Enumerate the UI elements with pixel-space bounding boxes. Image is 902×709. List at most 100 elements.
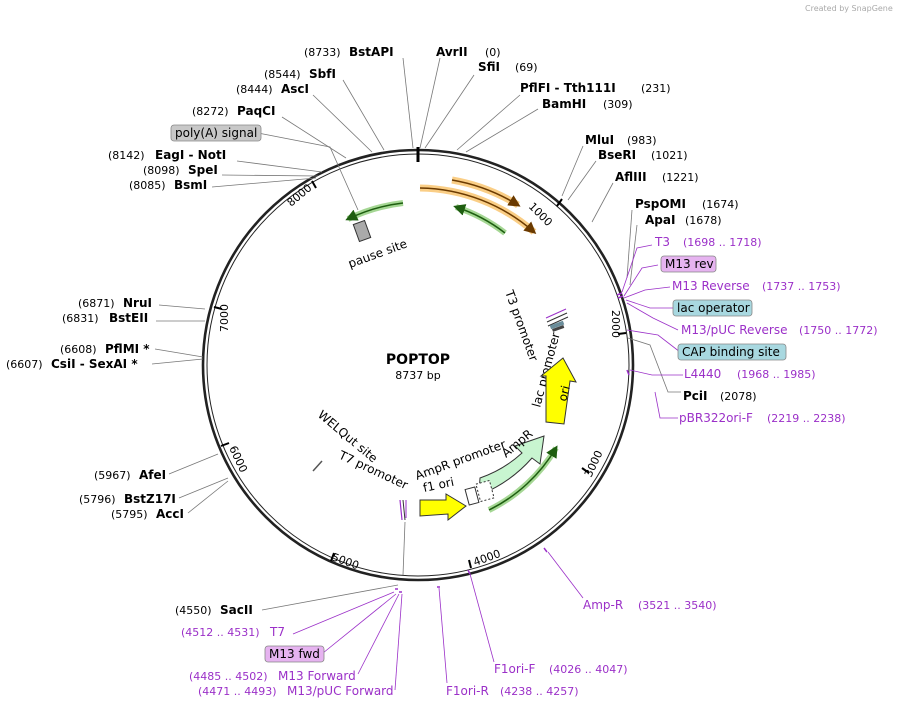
- site-afei-pos: (5967): [94, 469, 131, 482]
- site-bsteii-pos: (6831): [62, 312, 99, 325]
- primer-l4440-name: L4440: [684, 367, 721, 381]
- site-avrii-pos: (0): [485, 46, 501, 59]
- site-apai-name: ApaI: [645, 213, 675, 227]
- site-afei-name: AfeI: [139, 468, 166, 482]
- credit-text: Created by SnapGene: [805, 4, 893, 13]
- site-pflfi-pos: (231): [641, 82, 671, 95]
- tick-label-2000: 2000: [609, 310, 622, 338]
- site-acci-name: AccI: [156, 507, 184, 521]
- site-paqci-name: PaqCI: [237, 104, 275, 118]
- plasmid-name: POPTOP: [386, 352, 450, 368]
- site-bamhi-name: BamHI: [542, 97, 586, 111]
- restriction-sites: (8733) BstAPI AvrII (0) SfiI (69) (8544)…: [6, 45, 757, 617]
- plasmid-length: 8737 bp: [395, 369, 440, 382]
- site-sbfi-pos: (8544): [264, 68, 301, 81]
- promoter-cluster: [545, 308, 569, 332]
- site-afliii-pos: (1221): [662, 171, 699, 184]
- t3-promoter-label: T3 promoter: [502, 287, 541, 363]
- primer-m13rev-name: M13 Reverse: [672, 279, 750, 293]
- primer-ampr-range: (3521 .. 3540): [638, 599, 717, 612]
- site-sfii-name: SfiI: [478, 60, 500, 74]
- primer-t7-name: T7: [269, 625, 285, 639]
- site-asci-pos: (8444): [236, 83, 273, 96]
- primer-m13pucrev-name: M13/pUC Reverse: [681, 323, 788, 337]
- welqut-mark: [312, 460, 323, 472]
- polya-box: [170, 124, 262, 142]
- primer-m13rev-range: (1737 .. 1753): [762, 280, 841, 293]
- site-afliii-name: AflIII: [615, 170, 647, 184]
- primer-marks: [395, 292, 630, 593]
- primer-f1orif-range: (4026 .. 4047): [549, 663, 628, 676]
- t7-cluster: [399, 499, 407, 521]
- site-pcii-name: PciI: [683, 389, 708, 403]
- primer-t7-range: (4512 .. 4531): [181, 626, 260, 639]
- site-asci-name: AscI: [281, 82, 309, 96]
- site-bstz17i-name: BstZ17I: [124, 492, 176, 506]
- tick-label-5000: 5000: [330, 551, 361, 573]
- site-bstapi-pos: (8733): [304, 46, 341, 59]
- f1-ori-arrow: [419, 493, 467, 522]
- polya-label: poly(A) signal: [175, 126, 257, 140]
- m13fwd-box: [264, 645, 325, 663]
- site-pspomi-pos: (1674): [702, 198, 739, 211]
- pause-site-label: pause site: [346, 237, 409, 271]
- primer-labels: T3 (1698 .. 1718) M13 Reverse (1737 .. 1…: [181, 235, 878, 698]
- primer-m13pucrev-range: (1750 .. 1772): [799, 324, 878, 337]
- ampr-promoter-box: [464, 486, 480, 506]
- primer-l4440-range: (1968 .. 1985): [737, 368, 816, 381]
- site-eagi-name: EagI - NotI: [155, 148, 226, 162]
- site-bsteii-name: BstEII: [109, 311, 148, 325]
- site-nrui-pos: (6871): [78, 297, 115, 310]
- pause-site-block: [352, 219, 372, 243]
- ampr-promoter-small: [475, 479, 495, 503]
- site-spei-name: SpeI: [188, 163, 218, 177]
- ampr-green-arrow: [488, 445, 558, 511]
- primer-m13fwd-range: (4485 .. 4502): [189, 670, 268, 683]
- primer-m13fwd-name: M13 Forward: [278, 669, 356, 683]
- site-sfii-pos: (69): [515, 61, 538, 74]
- site-bsmi-pos: (8085): [129, 179, 166, 192]
- site-avrii-name: AvrII: [436, 45, 468, 59]
- site-apai-pos: (1678): [685, 214, 722, 227]
- site-bsmi-name: BsmI: [174, 178, 207, 192]
- cap-label: CAP binding site: [682, 345, 780, 359]
- site-leaders: [151, 57, 681, 611]
- primer-m13pucfwd-name: M13/pUC Forward: [287, 684, 394, 698]
- site-pcii-pos: (2078): [720, 390, 757, 403]
- site-paqci-pos: (8272): [192, 105, 229, 118]
- lacop-box: [672, 299, 753, 317]
- site-bseri-pos: (1021): [651, 149, 688, 162]
- primer-leaders: [292, 244, 683, 691]
- site-csii-name: CsiI - SexAI *: [51, 357, 138, 371]
- site-csii-pos: (6607): [6, 358, 43, 371]
- site-acci-pos: (5795): [111, 508, 148, 521]
- m13rev-label: M13 rev: [665, 257, 714, 271]
- site-bamhi-pos: (309): [603, 98, 633, 111]
- primer-pbr322-name: pBR322ori-F: [679, 411, 753, 425]
- ampr-arrow: [478, 435, 545, 495]
- orange-feature-outer: [419, 187, 537, 234]
- f1-ori-label: f1 ori: [422, 475, 456, 495]
- site-pflfi-name: PflFI - Tth111I: [520, 81, 616, 95]
- m13fwd-label: M13 fwd: [269, 647, 320, 661]
- primer-t3-range: (1698 .. 1718): [683, 236, 762, 249]
- site-sbfi-name: SbfI: [309, 67, 336, 81]
- primer-ampr-name: Amp-R: [583, 598, 623, 612]
- tick-label-7000: 7000: [218, 304, 231, 332]
- primer-f1orir-range: (4238 .. 4257): [500, 685, 579, 698]
- site-bstz17i-pos: (5796): [79, 493, 116, 506]
- site-mlui-pos: (983): [627, 134, 657, 147]
- orange-feature-inner: [451, 179, 521, 207]
- lacop-label: lac operator: [677, 301, 750, 315]
- ori-label: ori: [555, 384, 573, 403]
- ori-arrow: [539, 357, 577, 425]
- site-nrui-name: NruI: [123, 296, 152, 310]
- primer-f1orir-name: F1ori-R: [446, 684, 489, 698]
- green-feature-top: [453, 204, 506, 234]
- site-bstapi-name: BstAPI: [349, 45, 394, 59]
- primer-m13pucfwd-range: (4471 .. 4493): [198, 685, 277, 698]
- boxed-features: poly(A) signal M13 rev lac operator CAP …: [170, 124, 787, 663]
- site-pflmi-name: PflMI *: [105, 342, 150, 356]
- site-sacii-name: SacII: [220, 603, 253, 617]
